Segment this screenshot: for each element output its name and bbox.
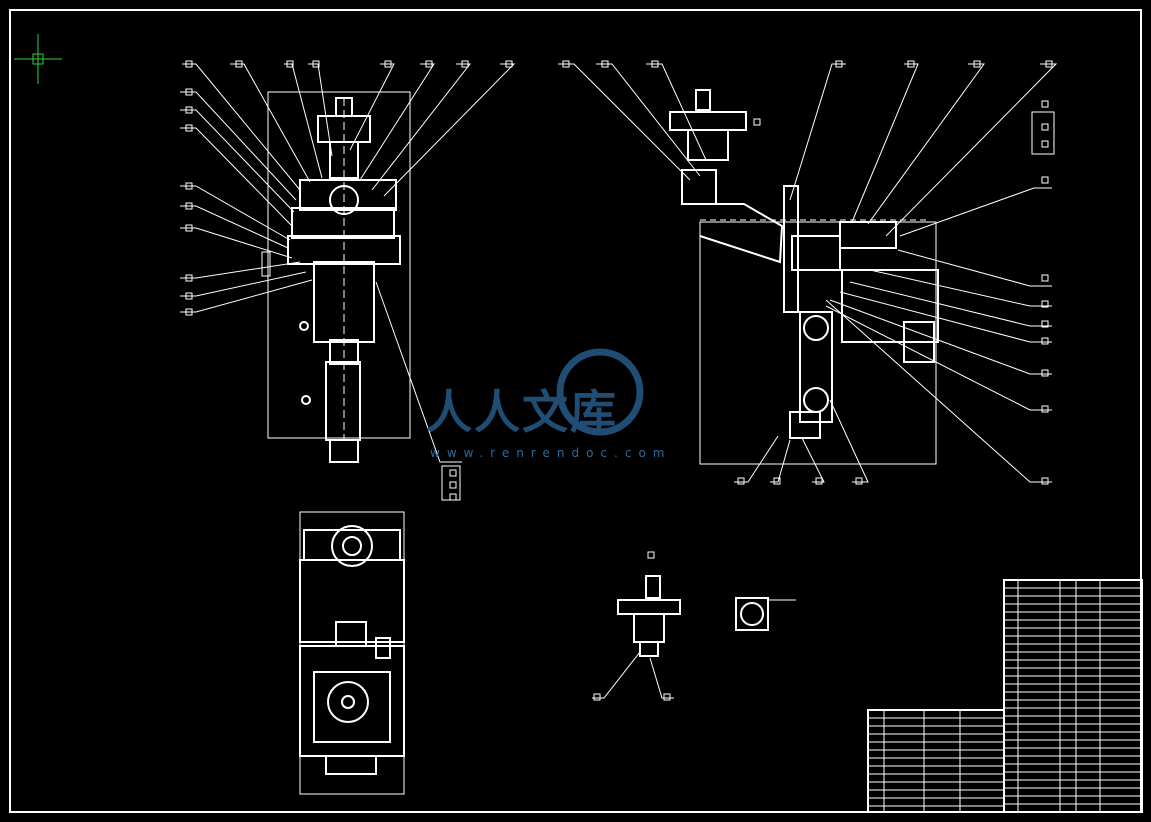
renrendoc-logo-icon — [556, 348, 644, 436]
part-balloon — [815, 477, 823, 485]
part-balloon — [647, 551, 655, 559]
part-balloon — [753, 118, 761, 126]
top-view — [299, 511, 405, 795]
part-balloon — [185, 292, 193, 300]
part-balloon — [1041, 369, 1049, 377]
side-view — [669, 89, 939, 465]
part-balloon — [185, 202, 193, 210]
part-balloon — [855, 477, 863, 485]
detail-view-b — [735, 597, 796, 631]
front-view-leaders — [180, 63, 516, 501]
detail-view-a — [592, 575, 681, 699]
part-balloon — [235, 60, 243, 68]
part-balloon — [185, 88, 193, 96]
part-balloon — [973, 60, 981, 68]
part-balloon — [384, 60, 392, 68]
part-balloon — [562, 60, 570, 68]
part-balloon — [1041, 176, 1049, 184]
part-balloon — [651, 60, 659, 68]
part-balloon — [461, 60, 469, 68]
watermark-domain: www.renrendoc.com — [430, 446, 672, 460]
part-balloon — [449, 493, 457, 501]
part-balloon — [185, 308, 193, 316]
part-balloon — [185, 106, 193, 114]
part-balloon-group — [185, 60, 1053, 701]
part-balloon — [449, 481, 457, 489]
part-balloon — [505, 60, 513, 68]
part-balloon — [286, 60, 294, 68]
part-balloon — [1045, 60, 1053, 68]
part-balloon — [1041, 100, 1049, 108]
part-balloon — [185, 182, 193, 190]
part-balloon — [185, 60, 193, 68]
part-balloon — [1041, 405, 1049, 413]
part-balloon — [1041, 320, 1049, 328]
part-balloon — [185, 224, 193, 232]
part-balloon — [737, 477, 745, 485]
part-balloon — [1041, 477, 1049, 485]
part-balloon — [1041, 300, 1049, 308]
part-balloon — [1041, 337, 1049, 345]
part-balloon — [185, 124, 193, 132]
part-balloon — [773, 477, 781, 485]
part-balloon — [425, 60, 433, 68]
part-balloon — [312, 60, 320, 68]
crosshair-cursor-icon — [14, 34, 62, 84]
watermark-text: 人人文库 — [426, 385, 618, 439]
part-balloon — [1041, 140, 1049, 148]
drawing-border — [9, 9, 1142, 813]
part-balloon — [593, 693, 601, 701]
front-view — [261, 91, 411, 463]
part-balloon — [835, 60, 843, 68]
part-balloon — [663, 693, 671, 701]
part-balloon — [185, 274, 193, 282]
parts-list-table — [867, 579, 1143, 813]
part-balloon — [601, 60, 609, 68]
part-balloon — [1041, 274, 1049, 282]
part-balloon — [1041, 123, 1049, 131]
part-balloon — [907, 60, 915, 68]
table-row-group — [868, 587, 1142, 807]
part-balloon — [449, 469, 457, 477]
